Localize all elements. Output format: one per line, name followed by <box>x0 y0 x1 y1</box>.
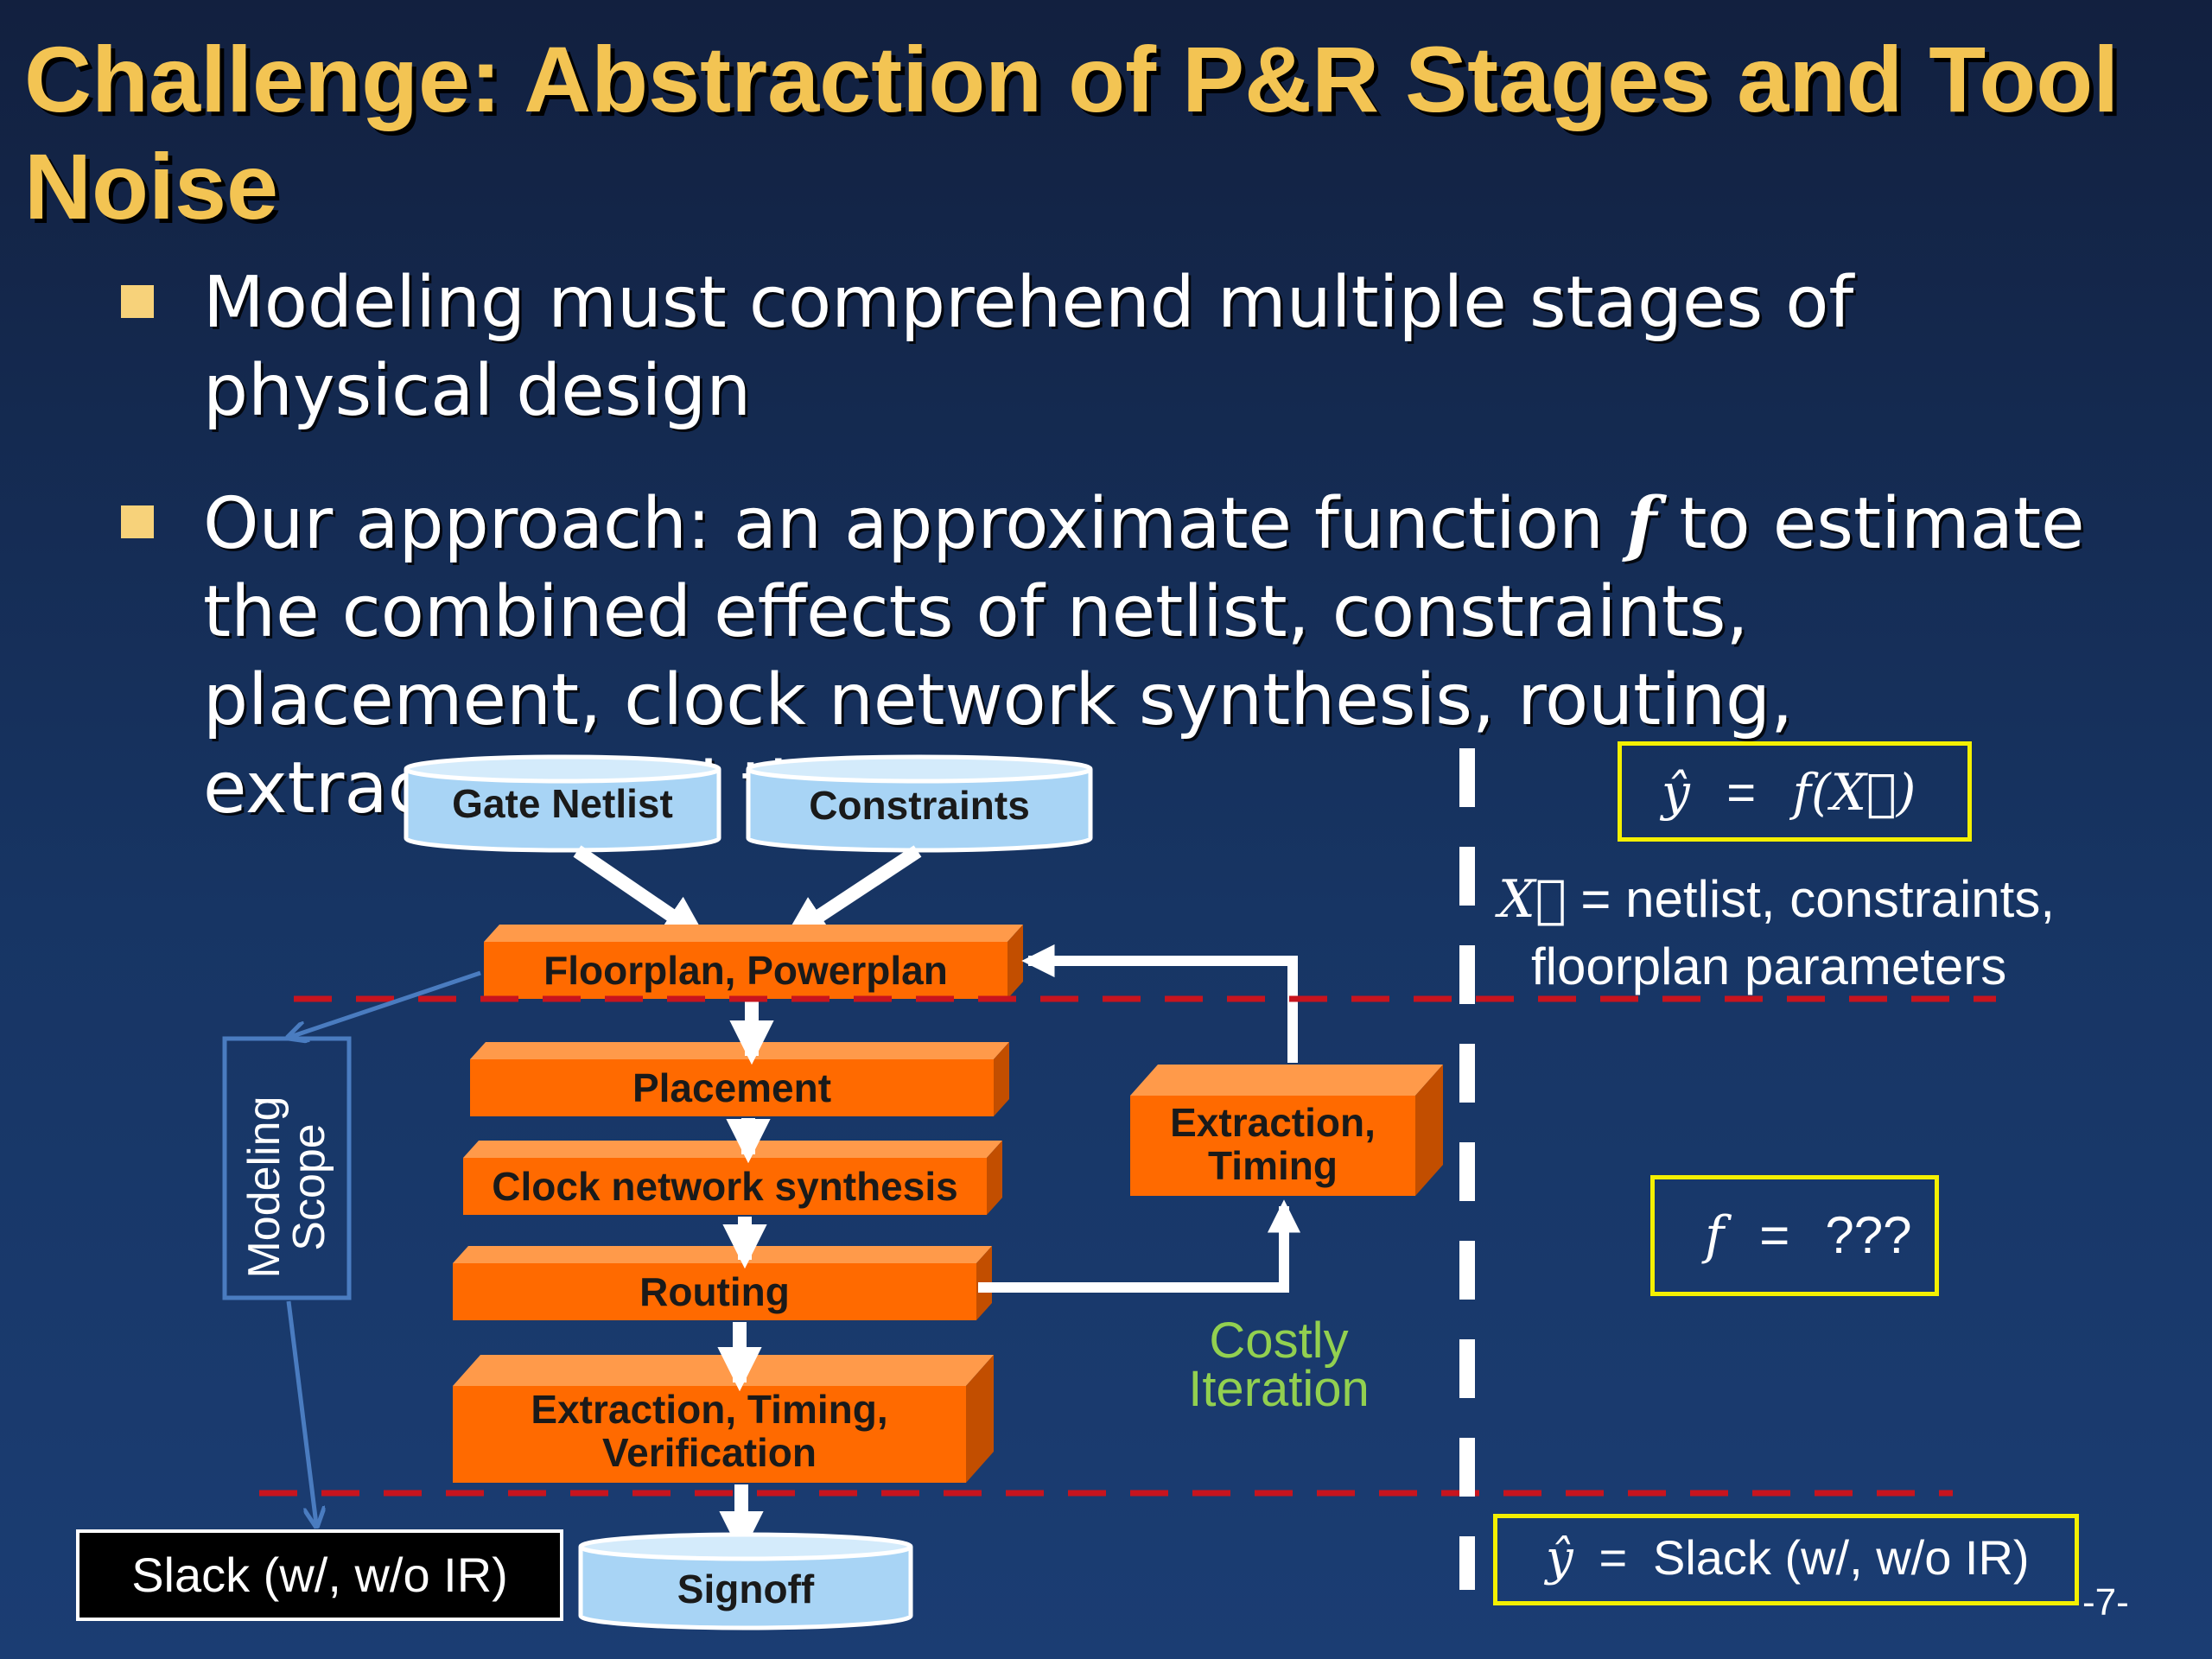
arrow-netlist <box>573 845 708 941</box>
signoff-cylinder <box>578 1532 913 1630</box>
scope-arrow-top <box>290 970 481 1037</box>
stage-routing-box <box>453 1246 992 1320</box>
cts-label: Clock network synthesis <box>492 1164 958 1209</box>
stage-floorplan-box <box>484 925 1023 999</box>
page-number: -7- <box>2082 1581 2129 1624</box>
bullet-2-text-after: to estimate the combined effects of netl… <box>203 483 2085 830</box>
costly-iteration-label: Costly Iteration <box>1188 1313 1370 1417</box>
floorplan-label: Floorplan, Powerplan <box>543 948 948 993</box>
formula-top-lhs: ŷ <box>1662 763 1690 822</box>
formula-mid: f = ??? <box>1705 1206 1912 1264</box>
x-definition-line-2: floorplan parameters <box>1531 938 2007 995</box>
bullet-1-text: Modeling must comprehend multiple stages… <box>203 262 1854 432</box>
formula-mid-box: f = ??? <box>1650 1175 1939 1296</box>
bullet-2-text-before: Our approach: an approximate function <box>203 483 1627 565</box>
scope-arrow-bottom <box>286 1300 316 1524</box>
modeling-scope-label: Modeling Scope <box>239 1096 334 1279</box>
formula-bottom-rhs: Slack (w/, w/o IR) <box>1652 1530 2030 1585</box>
x-definition-line-1: = netlist, constraints, <box>1580 870 2055 928</box>
bullet-square-icon <box>121 505 154 538</box>
arrow-iteration-back <box>1021 944 1298 1063</box>
function-f: f <box>1626 482 1657 565</box>
formula-mid-lhs: f <box>1705 1205 1725 1266</box>
bullet-2-text: Our approach: an approximate function f … <box>203 480 2139 833</box>
bullet-2: Our approach: an approximate function f … <box>121 480 2143 830</box>
slack-output-box: Slack (w/, w/o IR) <box>76 1529 563 1621</box>
formula-bottom-eq: = <box>1599 1530 1628 1585</box>
formula-top-box: ŷ = f(X⃗) <box>1618 741 1972 842</box>
slide-title: Challenge: Abstraction of P&R Stages and… <box>24 27 2120 238</box>
gate-netlist-label: Gate Netlist <box>452 781 673 826</box>
stage-extraction-final-box <box>453 1355 994 1483</box>
arrow-constraints <box>783 845 922 941</box>
constraints-cylinder <box>746 754 1093 853</box>
extraction-final-label: Extraction, Timing, Verification <box>531 1387 888 1475</box>
signoff-label: Signoff <box>677 1567 815 1611</box>
arrow-routing-to-extraction <box>978 1199 1301 1293</box>
formula-top-eq: = <box>1726 765 1757 821</box>
x-vector-symbol: X⃗ <box>1498 869 1567 930</box>
bullet-square-icon <box>121 285 154 318</box>
formula-bottom-lhs: ŷ <box>1546 1530 1573 1586</box>
formula-bottom: ŷ = Slack (w/, w/o IR) <box>1546 1532 2030 1585</box>
placement-label: Placement <box>632 1065 832 1110</box>
formula-bottom-box: ŷ = Slack (w/, w/o IR) <box>1493 1514 2079 1605</box>
stage-extraction-loop-box <box>1130 1065 1443 1196</box>
formula-top: ŷ = f(X⃗) <box>1662 766 1916 819</box>
constraints-label: Constraints <box>809 783 1030 828</box>
gate-netlist-cylinder <box>404 754 721 853</box>
bullet-1: Modeling must comprehend multiple stages… <box>121 259 2143 441</box>
extraction-loop-label: Extraction, Timing <box>1170 1100 1376 1188</box>
formula-mid-eq: = <box>1759 1206 1790 1264</box>
routing-label: Routing <box>639 1269 790 1314</box>
slack-output-label: Slack (w/, w/o IR) <box>131 1548 508 1602</box>
stage-cts-box <box>463 1141 1002 1215</box>
formula-mid-rhs: ??? <box>1825 1206 1912 1264</box>
x-definition: X⃗ = netlist, constraints, <box>1498 866 2207 933</box>
formula-top-rhs: f(X⃗) <box>1792 763 1916 822</box>
